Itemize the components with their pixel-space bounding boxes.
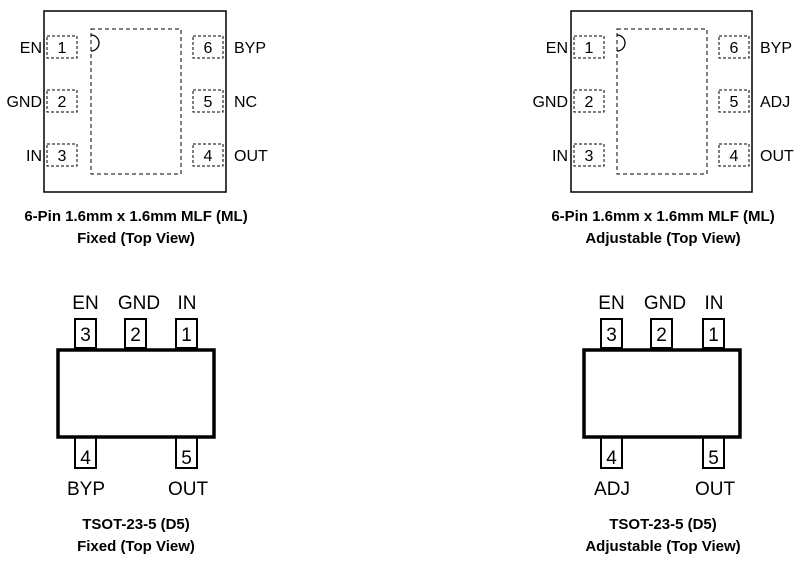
mlf-adj-pin6-pad (718, 35, 750, 59)
mlf-adj-pin5-pad (718, 89, 750, 113)
tsot-fixed-pin5-label: OUT (168, 479, 209, 500)
mlf-fixed-pin4-pad (192, 143, 224, 167)
tsot-adj-pin2-lead (650, 318, 673, 349)
mlf-adj-pin3-number: 3 (585, 148, 594, 165)
tsot-fixed-caption-line1: TSOT-23-5 (D5) (82, 516, 190, 533)
mlf-fixed-pin2-pad (46, 89, 78, 113)
mlf-adj-pin1-notch (616, 34, 626, 52)
tsot-adj-pin1-lead (702, 318, 725, 349)
mlf-adj-pin3-pad (573, 143, 605, 167)
mlf-fixed-pin6-pad (192, 35, 224, 59)
mlf-fixed-package: 1 2 3 6 5 4 EN GND IN BYP NC OUT 6-Pin 1… (6, 10, 268, 247)
tsot-adj-body (582, 348, 742, 439)
mlf-adj-pin2-pad (573, 89, 605, 113)
mlf-adj-pin4-number: 4 (730, 148, 739, 165)
tsot-adj-pin1-number: 1 (708, 325, 719, 346)
mlf-fixed-pin2-label: GND (6, 94, 42, 111)
mlf-adj-die-pad (616, 28, 708, 175)
mlf-adj-body (570, 10, 753, 193)
mlf-fixed-pin2-number: 2 (58, 94, 67, 111)
mlf-fixed-pin5-number: 5 (204, 94, 213, 111)
tsot-fixed-pin4-label: BYP (67, 479, 105, 500)
mlf-fixed-pin5-pad (192, 89, 224, 113)
mlf-fixed-body (43, 10, 227, 193)
mlf-adj-package: 1 2 3 6 5 4 EN GND IN BYP ADJ OUT 6-Pin … (532, 10, 794, 247)
tsot-adj-pin5-number: 5 (708, 448, 719, 469)
mlf-adj-pin1-number: 1 (585, 40, 594, 57)
mlf-fixed-pin1-label: EN (20, 40, 42, 57)
tsot-adj-caption-line2: Adjustable (Top View) (585, 538, 740, 555)
mlf-adj-pin3-label: IN (552, 148, 568, 165)
mlf-adj-pin1-pad (573, 35, 605, 59)
mlf-fixed-pin5-label: NC (234, 94, 257, 111)
tsot-adj-pin4-label: ADJ (594, 479, 630, 500)
tsot-adj-package: 3 2 1 4 5 EN GND IN ADJ OUT TSOT-23-5 (D… (582, 293, 742, 555)
tsot-fixed-pin1-label: IN (178, 293, 197, 314)
tsot-fixed-pin3-number: 3 (80, 325, 91, 346)
mlf-adj-pin2-number: 2 (585, 94, 594, 111)
mlf-fixed-caption-line2: Fixed (Top View) (77, 230, 195, 247)
tsot-adj-pin3-number: 3 (606, 325, 617, 346)
mlf-adj-caption-line1: 6-Pin 1.6mm x 1.6mm MLF (ML) (551, 208, 774, 225)
mlf-adj-pin4-pad (718, 143, 750, 167)
mlf-fixed-pin4-number: 4 (204, 148, 213, 165)
tsot-fixed-body (56, 348, 216, 439)
mlf-fixed-pin3-label: IN (26, 148, 42, 165)
tsot-adj-pin3-label: EN (598, 293, 624, 314)
mlf-fixed-caption-line1: 6-Pin 1.6mm x 1.6mm MLF (ML) (24, 208, 247, 225)
mlf-fixed-pin6-label: BYP (234, 40, 266, 57)
mlf-fixed-pin3-number: 3 (58, 148, 67, 165)
mlf-fixed-pin6-number: 6 (204, 40, 213, 57)
tsot-fixed-package: 3 2 1 4 5 EN GND IN BYP OUT TSOT-23-5 (D… (56, 293, 216, 555)
mlf-adj-pin4-label: OUT (760, 148, 794, 165)
mlf-adj-pin2-label: GND (532, 94, 568, 111)
tsot-adj-caption-line1: TSOT-23-5 (D5) (609, 516, 717, 533)
tsot-adj-pin1-label: IN (705, 293, 724, 314)
tsot-fixed-pin5-number: 5 (181, 448, 192, 469)
mlf-adj-pin5-label: ADJ (760, 94, 790, 111)
mlf-adj-pin6-label: BYP (760, 40, 792, 57)
tsot-fixed-pin2-number: 2 (130, 325, 141, 346)
tsot-fixed-pin3-lead (74, 318, 97, 349)
tsot-fixed-pin2-label: GND (118, 293, 160, 314)
tsot-fixed-pin1-number: 1 (181, 325, 192, 346)
tsot-fixed-pin3-label: EN (72, 293, 98, 314)
mlf-fixed-pin1-number: 1 (58, 40, 67, 57)
tsot-fixed-pin4-number: 4 (80, 448, 91, 469)
mlf-adj-pin5-number: 5 (730, 94, 739, 111)
mlf-fixed-pin1-notch (90, 34, 100, 52)
tsot-adj-pin2-label: GND (644, 293, 686, 314)
tsot-adj-pin4-number: 4 (606, 448, 617, 469)
tsot-adj-pin3-lead (600, 318, 623, 349)
mlf-fixed-pin1-pad (46, 35, 78, 59)
mlf-fixed-pin4-label: OUT (234, 148, 268, 165)
tsot-adj-pin2-number: 2 (656, 325, 667, 346)
mlf-fixed-pin3-pad (46, 143, 78, 167)
tsot-fixed-pin2-lead (124, 318, 147, 349)
tsot-adj-pin5-label: OUT (695, 479, 736, 500)
mlf-adj-pin1-label: EN (546, 40, 568, 57)
mlf-fixed-die-pad (90, 28, 182, 175)
mlf-adj-caption-line2: Adjustable (Top View) (585, 230, 740, 247)
tsot-fixed-caption-line2: Fixed (Top View) (77, 538, 195, 555)
mlf-adj-pin6-number: 6 (730, 40, 739, 57)
tsot-fixed-pin1-lead (175, 318, 198, 349)
